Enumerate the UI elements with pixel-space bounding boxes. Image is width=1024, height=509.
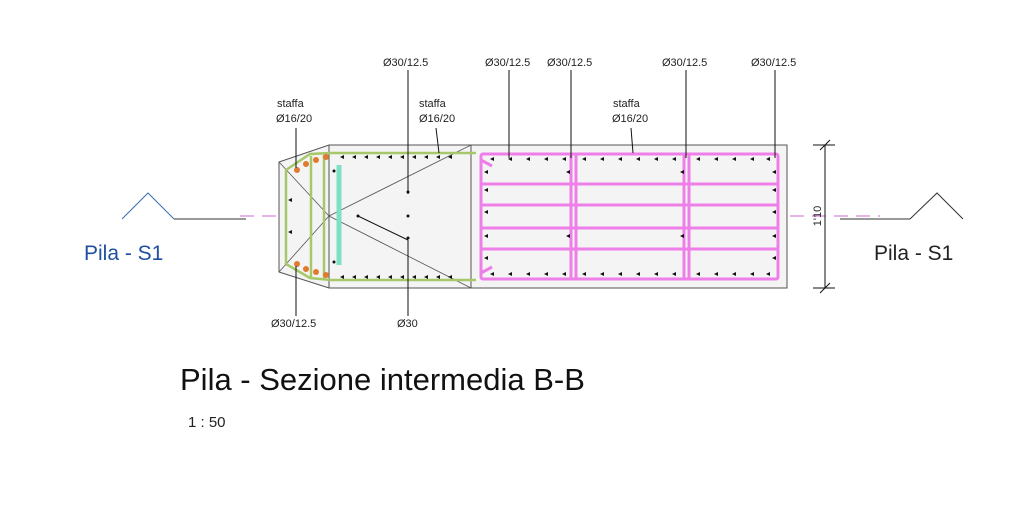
label-stirrup-left-name: staffa — [277, 98, 305, 110]
bar-markers — [288, 155, 776, 279]
label-top-bar-4: Ø30/12.5 — [662, 57, 707, 69]
label-bottom-bar-left: Ø30/12.5 — [271, 318, 316, 330]
section-tag-right: Pila - S1 — [874, 242, 953, 265]
stirrup-pink — [479, 152, 780, 281]
label-bottom-bar-mid: Ø30 — [397, 318, 418, 330]
label-top-bar-5: Ø30/12.5 — [751, 57, 796, 69]
label-stirrup-right-spec: Ø16/20 — [612, 113, 648, 125]
section-marker-left — [121, 192, 246, 220]
dimension-label: 1'10 — [812, 206, 824, 226]
section-tag-left: Pila - S1 — [84, 242, 163, 265]
label-stirrup-right-name: staffa — [613, 98, 641, 110]
label-stirrup-mid-spec: Ø16/20 — [419, 113, 455, 125]
label-top-bar-3: Ø30/12.5 — [547, 57, 592, 69]
dimension-line — [813, 139, 835, 294]
leader-lines — [295, 70, 776, 316]
section-marker-right — [840, 192, 964, 220]
label-top-bar-2: Ø30/12.5 — [485, 57, 530, 69]
label-top-bar-1: Ø30/12.5 — [383, 57, 428, 69]
drawing-scale: 1 : 50 — [188, 414, 226, 431]
stirrup-green — [284, 151, 476, 282]
label-stirrup-mid-name: staffa — [419, 98, 447, 110]
drawing-title: Pila - Sezione intermedia B-B — [180, 362, 585, 397]
corner-bars-left — [294, 154, 329, 278]
pier-outline — [278, 144, 788, 289]
label-stirrup-left-spec: Ø16/20 — [276, 113, 312, 125]
